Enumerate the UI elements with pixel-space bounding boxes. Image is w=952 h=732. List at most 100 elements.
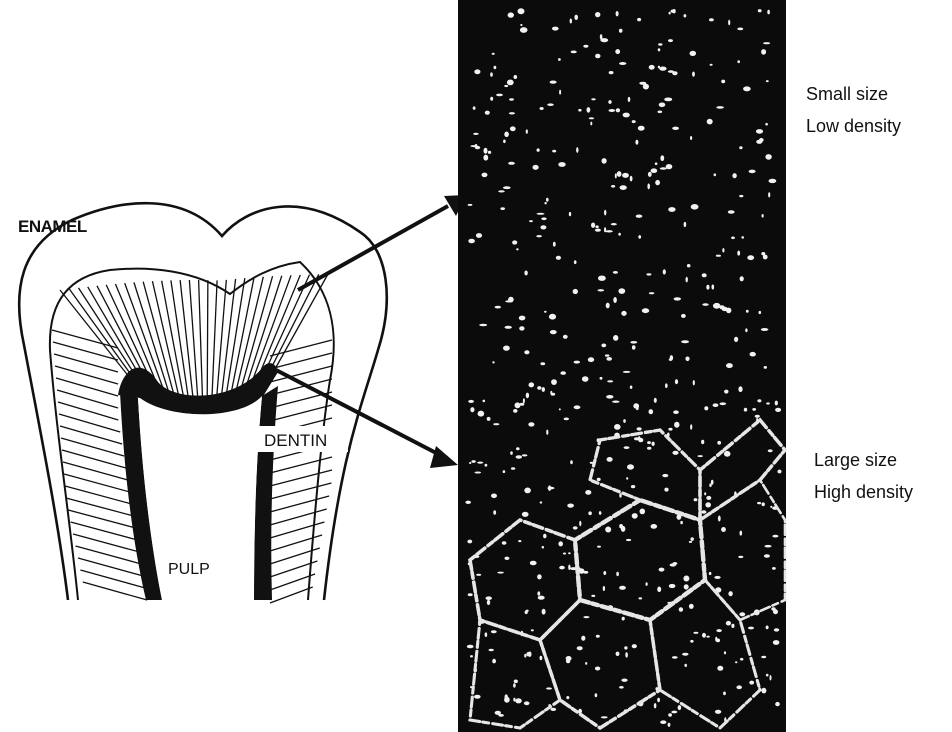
tubule-speck <box>704 406 708 410</box>
tubule-speck <box>482 173 488 178</box>
tubule-speck <box>524 654 526 658</box>
tubule-speck <box>516 455 522 458</box>
tubule-speck <box>705 502 711 507</box>
lower-size-label: Large size <box>814 450 897 470</box>
tubule-speck <box>524 488 531 494</box>
tubule-speck <box>503 346 510 351</box>
tubule-speck <box>747 255 754 260</box>
tubule-speck <box>611 223 617 225</box>
tubule-speck <box>490 72 493 76</box>
tubule-speck <box>544 202 546 204</box>
striation-line <box>270 587 313 603</box>
tubule-speck <box>756 140 762 144</box>
striation-line <box>64 474 130 492</box>
tubule-speck <box>587 107 591 113</box>
tubule-speck <box>637 427 642 430</box>
tubule-speck <box>739 195 743 197</box>
tubule-speck <box>773 640 780 645</box>
tubule-speck <box>668 428 672 431</box>
tubule-speck <box>621 311 626 316</box>
tubule-speck <box>625 652 628 658</box>
striation-line <box>60 290 130 378</box>
tubule-speck <box>465 501 471 504</box>
tubule-speck <box>668 713 672 716</box>
striation-line <box>66 498 134 516</box>
tubule-speck <box>528 422 534 426</box>
tubule-speck <box>504 557 509 560</box>
tubule-speck <box>563 335 568 339</box>
tubule-speck <box>755 415 760 418</box>
tubule-speck <box>690 136 692 140</box>
striation-line <box>62 450 126 468</box>
tubule-speck <box>739 146 742 149</box>
tubule-speck <box>672 562 677 565</box>
tubule-speck <box>766 674 769 677</box>
tubule-speck <box>646 582 648 586</box>
tubule-speck <box>632 345 636 349</box>
tubule-speck <box>724 451 731 457</box>
tubule-speck <box>591 595 595 597</box>
tubule-speck <box>671 711 677 714</box>
tubule-speck <box>519 326 524 330</box>
tubule-speck <box>516 447 520 450</box>
tubule-speck <box>778 470 782 474</box>
tubule-speck <box>510 126 516 131</box>
tubule-speck <box>476 574 481 576</box>
arrowhead-lower <box>430 446 458 468</box>
tubule-speck <box>658 48 661 51</box>
tubule-speck <box>559 566 565 570</box>
tubule-speck <box>664 488 668 492</box>
tubule-speck <box>503 186 511 189</box>
tubule-speck <box>568 552 571 554</box>
tubule-speck <box>668 39 673 42</box>
tubule-speck <box>649 292 655 294</box>
tubule-speck <box>486 596 492 600</box>
tubule-speck <box>706 496 711 500</box>
tubule-speck <box>669 358 672 361</box>
tubule-speck <box>657 698 660 702</box>
tubule-speck <box>540 362 545 365</box>
tubule-speck <box>750 352 756 357</box>
tubule-speck <box>598 289 605 291</box>
tubule-speck <box>716 639 720 643</box>
tubule-speck <box>503 470 506 473</box>
tubule-speck <box>509 112 515 114</box>
tubule-speck <box>505 694 508 699</box>
tubule-speck <box>691 537 694 541</box>
tubule-speck <box>559 408 561 410</box>
tubule-speck <box>496 94 503 97</box>
tubule-speck <box>622 617 625 621</box>
tubule-speck <box>573 526 578 529</box>
tubule-speck <box>673 410 679 414</box>
tubule-speck <box>484 148 488 154</box>
tubule-speck <box>513 683 516 687</box>
tubule-speck <box>485 111 490 115</box>
tubule-speck <box>564 418 569 421</box>
tubule-speck <box>692 72 695 77</box>
tubule-speck <box>475 472 482 474</box>
tubule-speck <box>581 636 585 641</box>
tubule-speck <box>690 51 697 56</box>
tubule-speck <box>715 710 721 714</box>
tubule-speck <box>655 180 660 185</box>
tubule-speck <box>679 607 683 612</box>
region-annotations: Small size Low density Large size High d… <box>806 84 913 502</box>
striation-line <box>80 570 145 588</box>
tubule-speck <box>556 256 561 260</box>
tubule-speck <box>621 526 626 532</box>
tubule-speck <box>529 220 533 222</box>
tubule-speck <box>709 483 711 487</box>
tubule-speck <box>498 714 504 717</box>
tubule-speck <box>595 693 598 697</box>
tubule-speck <box>473 106 476 109</box>
tubule-speck <box>558 541 563 546</box>
tubule-speck <box>552 150 556 153</box>
tubule-speck <box>601 716 608 718</box>
tubule-speck <box>712 285 715 290</box>
tubule-speck <box>618 288 625 294</box>
tubule-speck <box>616 11 619 16</box>
tubule-speck <box>487 417 491 421</box>
tubule-speck <box>605 527 611 533</box>
tubule-speck <box>626 477 628 480</box>
tubule-speck <box>547 487 554 490</box>
